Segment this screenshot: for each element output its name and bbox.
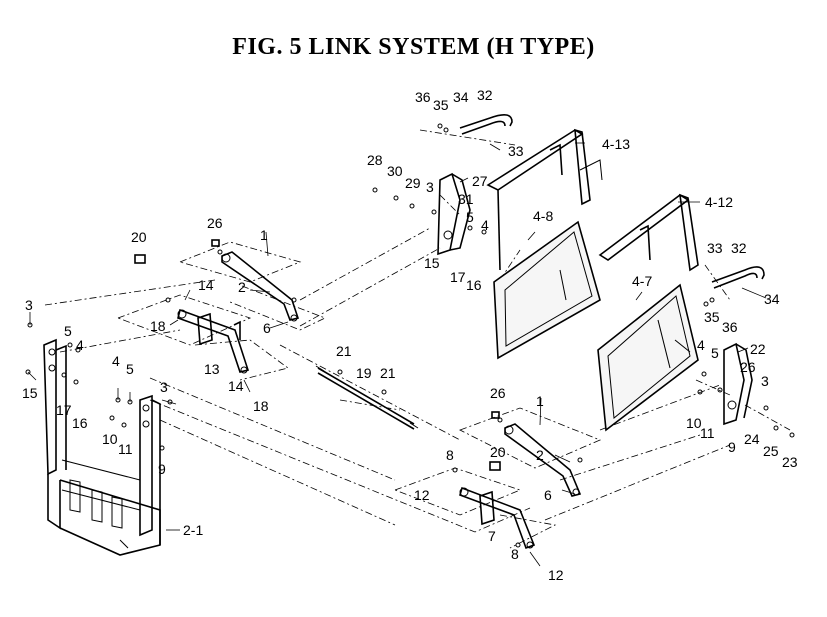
label-28: 28 — [367, 152, 383, 168]
label-5-right: 5 — [711, 345, 719, 361]
label-17-upper: 17 — [450, 269, 466, 285]
label-5-mid: 5 — [126, 361, 134, 377]
cab-frame-4-13 — [486, 128, 603, 271]
label-4-right: 4 — [697, 337, 705, 353]
label-25: 25 — [763, 443, 779, 459]
label-33-right: 33 — [707, 240, 723, 256]
lower-link-arm — [177, 308, 250, 374]
part-labels: 36 35 34 32 33 4-13 28 30 29 3 27 31 5 4… — [22, 87, 798, 583]
label-32-right: 32 — [731, 240, 747, 256]
label-4-7: 4-7 — [632, 273, 652, 289]
label-7: 7 — [488, 528, 496, 544]
label-20-upper: 20 — [131, 229, 147, 245]
label-16-upper: 16 — [466, 277, 482, 293]
label-11-left: 11 — [118, 441, 133, 457]
label-19: 19 — [356, 365, 372, 381]
label-12-upper: 12 — [414, 487, 430, 503]
label-29: 29 — [405, 175, 421, 191]
cross-rod — [315, 365, 419, 430]
label-34: 34 — [453, 89, 469, 105]
panel-4-8 — [493, 220, 601, 360]
assembly-lines — [44, 129, 791, 549]
figure-title: FIG. 5 LINK SYSTEM (H TYPE) — [232, 34, 595, 60]
label-2-upper: 2 — [238, 279, 246, 295]
label-17-left: 17 — [56, 402, 72, 418]
label-15-left: 15 — [22, 385, 38, 401]
label-16-left: 16 — [72, 415, 88, 431]
label-32: 32 — [477, 87, 493, 103]
label-5-upper: 5 — [466, 209, 474, 225]
label-3-right: 3 — [761, 373, 769, 389]
cab-frame-4-12 — [598, 193, 699, 272]
label-3-upper: 3 — [426, 179, 434, 195]
label-18-lower: 18 — [253, 398, 269, 414]
main-frame — [43, 338, 161, 556]
label-2-1: 2-1 — [183, 522, 203, 538]
hand-grip-upper — [459, 114, 513, 135]
label-26-lower: 26 — [490, 385, 506, 401]
label-22: 22 — [750, 341, 766, 357]
label-11-right: 11 — [700, 425, 715, 441]
label-36: 36 — [415, 89, 431, 105]
label-4-left: 4 — [76, 337, 84, 353]
label-14-upper: 14 — [198, 277, 214, 293]
label-35-right: 35 — [704, 309, 720, 325]
label-9-left: 9 — [158, 461, 166, 477]
label-4-12: 4-12 — [705, 194, 733, 210]
label-6-lower: 6 — [544, 487, 552, 503]
label-1-lower: 1 — [536, 393, 544, 409]
label-34-right: 34 — [764, 291, 780, 307]
label-5-left: 5 — [64, 323, 72, 339]
label-12-lower: 12 — [548, 567, 564, 583]
label-24: 24 — [744, 431, 760, 447]
label-26-upper: 26 — [207, 215, 223, 231]
label-4-8: 4-8 — [533, 208, 553, 224]
label-2-lower: 2 — [536, 447, 544, 463]
label-1-upper: 1 — [260, 227, 268, 243]
label-27: 27 — [472, 173, 488, 189]
label-23: 23 — [782, 454, 798, 470]
lower-link-arm-7 — [459, 486, 536, 550]
upper-bracket — [437, 172, 471, 256]
fasteners — [25, 123, 795, 548]
label-4-13: 4-13 — [602, 136, 630, 152]
label-14-lower: 14 — [228, 378, 244, 394]
label-15-upper: 15 — [424, 255, 440, 271]
label-35: 35 — [433, 97, 449, 113]
label-9-right: 9 — [728, 439, 736, 455]
label-3-left: 3 — [25, 297, 33, 313]
leader-lines — [166, 142, 767, 567]
label-18-upper: 18 — [150, 318, 166, 334]
panel-4-7 — [597, 283, 699, 432]
lower-lift-arm — [504, 423, 582, 497]
label-3-mid: 3 — [160, 379, 168, 395]
label-10-left: 10 — [102, 431, 118, 447]
label-26-right: 26 — [740, 359, 756, 375]
side-bracket-right — [723, 342, 753, 426]
label-20-lower: 20 — [490, 444, 506, 460]
hand-grip-lower — [711, 266, 765, 289]
label-4-mid: 4 — [112, 353, 120, 369]
label-31: 31 — [458, 191, 474, 207]
label-33: 33 — [508, 143, 524, 159]
label-30: 30 — [387, 163, 403, 179]
label-36-right: 36 — [722, 319, 738, 335]
label-8-lower: 8 — [511, 546, 519, 562]
label-6-upper: 6 — [263, 320, 271, 336]
label-21-right: 21 — [380, 365, 396, 381]
label-13: 13 — [204, 361, 220, 377]
label-21-left: 21 — [336, 343, 352, 359]
upper-lift-arm — [221, 251, 300, 322]
label-10-right: 10 — [686, 415, 702, 431]
label-8-upper: 8 — [446, 447, 454, 463]
label-4-upper: 4 — [481, 217, 489, 233]
